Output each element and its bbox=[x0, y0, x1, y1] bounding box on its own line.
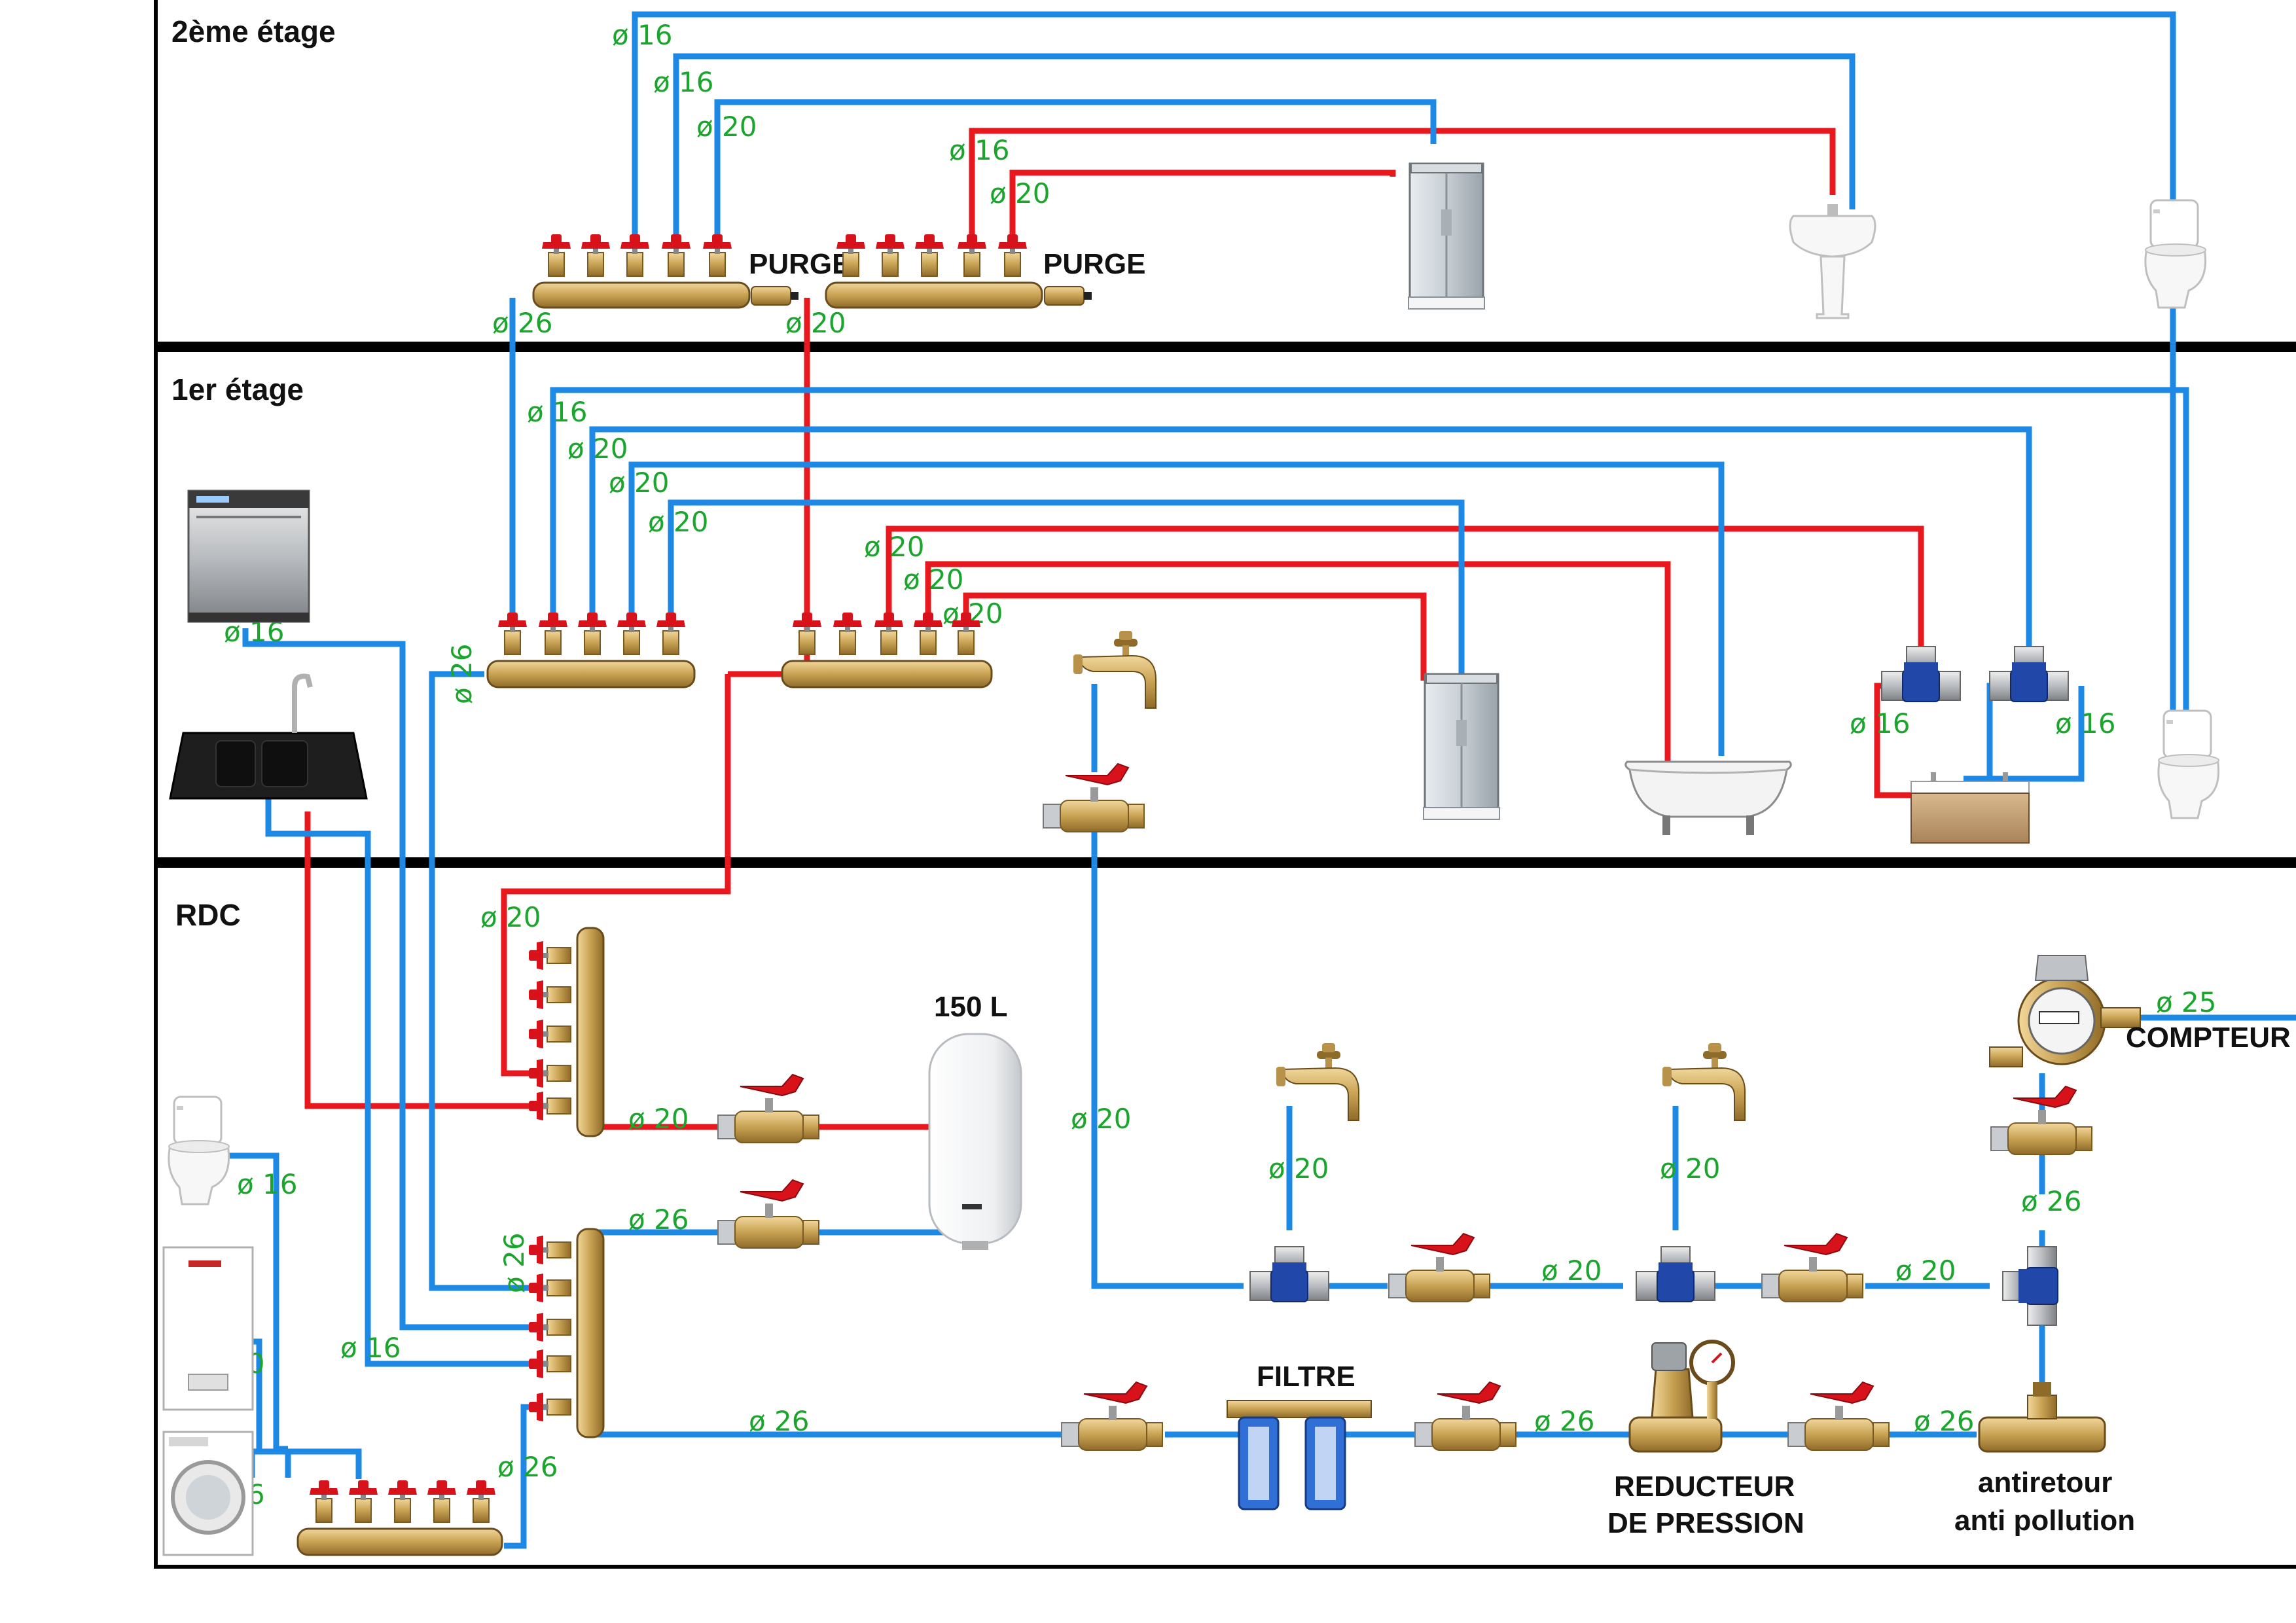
floor-label-first: 1er étage bbox=[171, 372, 304, 406]
dim-label: ø 20 bbox=[696, 111, 757, 143]
ball-valve-icon bbox=[1787, 1382, 1890, 1451]
shower-icon bbox=[1407, 162, 1486, 310]
manifold-icon bbox=[486, 612, 696, 688]
antiretour-label-line2: anti pollution bbox=[1954, 1505, 2135, 1537]
manifold-icon bbox=[528, 927, 605, 1137]
manifold-icon bbox=[781, 612, 993, 688]
dim-label: ø 26 bbox=[1914, 1405, 1975, 1437]
dim-label: ø 26 bbox=[497, 1451, 558, 1483]
dim-label: ø 20 bbox=[990, 177, 1050, 209]
filter-label: FILTRE bbox=[1257, 1361, 1355, 1393]
manifold-icon bbox=[825, 234, 1092, 309]
tee-fitting-icon bbox=[1989, 646, 2069, 702]
dim-label: ø 20 bbox=[1071, 1103, 1132, 1135]
dim-label: ø 16 bbox=[237, 1168, 298, 1200]
tee-fitting-icon bbox=[2002, 1246, 2058, 1326]
dim-label: ø 16 bbox=[612, 19, 673, 51]
dim-label: ø 20 bbox=[785, 307, 846, 339]
floor-label-ground: RDC bbox=[175, 898, 241, 932]
dim-label: ø 16 bbox=[2055, 707, 2116, 740]
reducer-label-line2: DE PRESSION bbox=[1607, 1507, 1804, 1539]
kitchen-sink-icon bbox=[169, 673, 368, 800]
dim-label: ø 16 bbox=[653, 66, 714, 98]
water-meter-icon bbox=[1989, 955, 2141, 1067]
washing-machine-icon bbox=[162, 1431, 254, 1556]
dim-label: ø 26 bbox=[1534, 1405, 1595, 1437]
dim-label: ø 26 bbox=[492, 307, 553, 339]
check-valve-icon bbox=[1978, 1382, 2106, 1453]
dim-label: ø 20 bbox=[567, 433, 628, 465]
ball-valve-icon bbox=[1761, 1233, 1863, 1302]
dim-label: ø 20 bbox=[480, 901, 541, 933]
washbasin-icon bbox=[1789, 204, 1876, 319]
dim-label: ø 26 bbox=[446, 644, 478, 705]
hot-pipes bbox=[304, 128, 1931, 1130]
toilet-icon bbox=[2144, 199, 2207, 309]
dim-label: ø 20 bbox=[864, 531, 925, 563]
purge-label: PURGE bbox=[749, 248, 851, 280]
cold-pipes bbox=[223, 11, 2296, 1549]
dim-label: ø 20 bbox=[1660, 1152, 1721, 1185]
dim-label: ø 16 bbox=[949, 134, 1010, 166]
manifold-icon bbox=[528, 1228, 605, 1438]
toilet-icon bbox=[2157, 709, 2220, 819]
water-heater-icon bbox=[928, 1033, 1022, 1250]
dim-label: ø 20 bbox=[903, 563, 964, 596]
dim-label: ø 20 bbox=[648, 506, 709, 538]
tee-fitting-icon bbox=[1881, 646, 1961, 702]
dim-label: ø 16 bbox=[340, 1332, 401, 1364]
dim-label: ø 25 bbox=[2156, 986, 2217, 1018]
tee-fitting-icon bbox=[1636, 1246, 1715, 1302]
dim-label: ø 20 bbox=[1895, 1255, 1956, 1287]
dim-label: ø 16 bbox=[1850, 707, 1910, 740]
dim-label: ø 20 bbox=[1541, 1255, 1602, 1287]
dim-label: ø 20 bbox=[628, 1103, 689, 1135]
dim-label: ø 26 bbox=[749, 1405, 810, 1437]
double-vanity-icon bbox=[1910, 772, 2030, 844]
dim-label: ø 26 bbox=[498, 1233, 530, 1294]
tee-fitting-icon bbox=[1249, 1246, 1329, 1302]
manifold-icon bbox=[296, 1480, 503, 1556]
ball-valve-icon bbox=[1061, 1382, 1163, 1451]
boiler-icon bbox=[162, 1246, 254, 1411]
garden-tap-icon bbox=[1073, 630, 1157, 709]
ball-valve-icon bbox=[1414, 1382, 1516, 1451]
manifold-icon bbox=[532, 234, 798, 309]
dim-label: ø 16 bbox=[527, 396, 588, 428]
dim-label: ø 20 bbox=[1268, 1152, 1329, 1185]
dishwasher-icon bbox=[187, 490, 310, 623]
meter-label: COMPTEUR bbox=[2126, 1022, 2291, 1054]
ball-valve-icon bbox=[717, 1074, 819, 1143]
antiretour-label-line1: antiretour bbox=[1978, 1467, 2112, 1499]
tank-volume-label: 150 L bbox=[934, 991, 1008, 1023]
toilet-icon bbox=[168, 1096, 230, 1205]
purge-label: PURGE bbox=[1043, 248, 1145, 280]
filter-icon bbox=[1227, 1400, 1372, 1510]
dim-label: ø 26 bbox=[2021, 1185, 2082, 1217]
ball-valve-icon bbox=[717, 1179, 819, 1249]
floor-label-second: 2ème étage bbox=[171, 14, 336, 48]
bathtub-icon bbox=[1624, 760, 1792, 835]
dim-label: ø 20 bbox=[609, 467, 670, 499]
ball-valve-icon bbox=[1388, 1233, 1490, 1302]
dim-label: ø 26 bbox=[628, 1204, 689, 1236]
reducer-label-line1: REDUCTEUR bbox=[1614, 1471, 1795, 1503]
pressure-reducer-icon bbox=[1628, 1340, 1735, 1453]
ball-valve-icon bbox=[1043, 763, 1145, 832]
shower-icon bbox=[1422, 673, 1501, 821]
